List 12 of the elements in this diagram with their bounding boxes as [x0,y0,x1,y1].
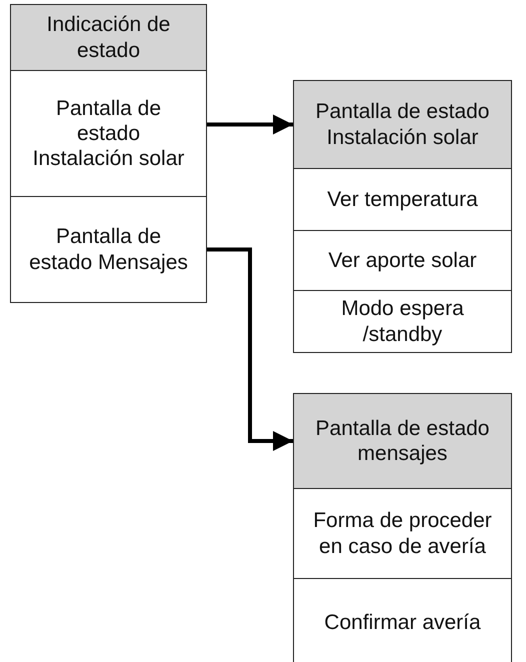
menu-header: Pantalla de estado mensajes [293,393,512,489]
menu-item: Modo espera /standby [293,290,512,353]
menu-item: Ver temperatura [293,168,512,231]
menu-header: Indicación de estado [10,4,207,71]
arrow [207,248,293,451]
menu-item: Pantalla de estado Mensajes [10,196,207,303]
arrow [207,114,293,134]
menu-item: Forma de proceder en caso de avería [293,488,512,579]
menu-item: Ver aporte solar [293,230,512,291]
menu-item: Pantalla de estado Instalación solar [10,70,207,197]
menu-item: Confirmar avería [293,578,512,662]
menu-header: Pantalla de estado Instalación solar [293,80,512,169]
